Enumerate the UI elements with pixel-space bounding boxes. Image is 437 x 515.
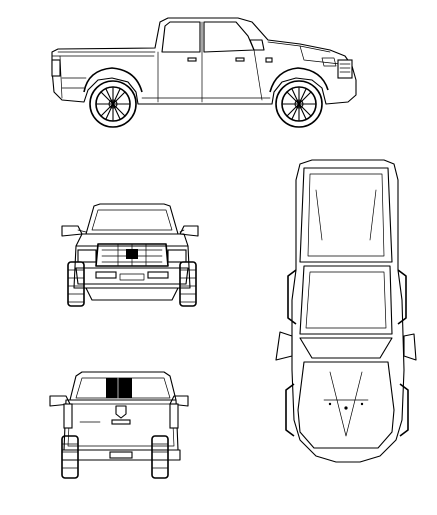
front-view [61,203,199,307]
side-view [51,17,357,128]
top-view [275,159,417,463]
rear-view [49,371,189,479]
